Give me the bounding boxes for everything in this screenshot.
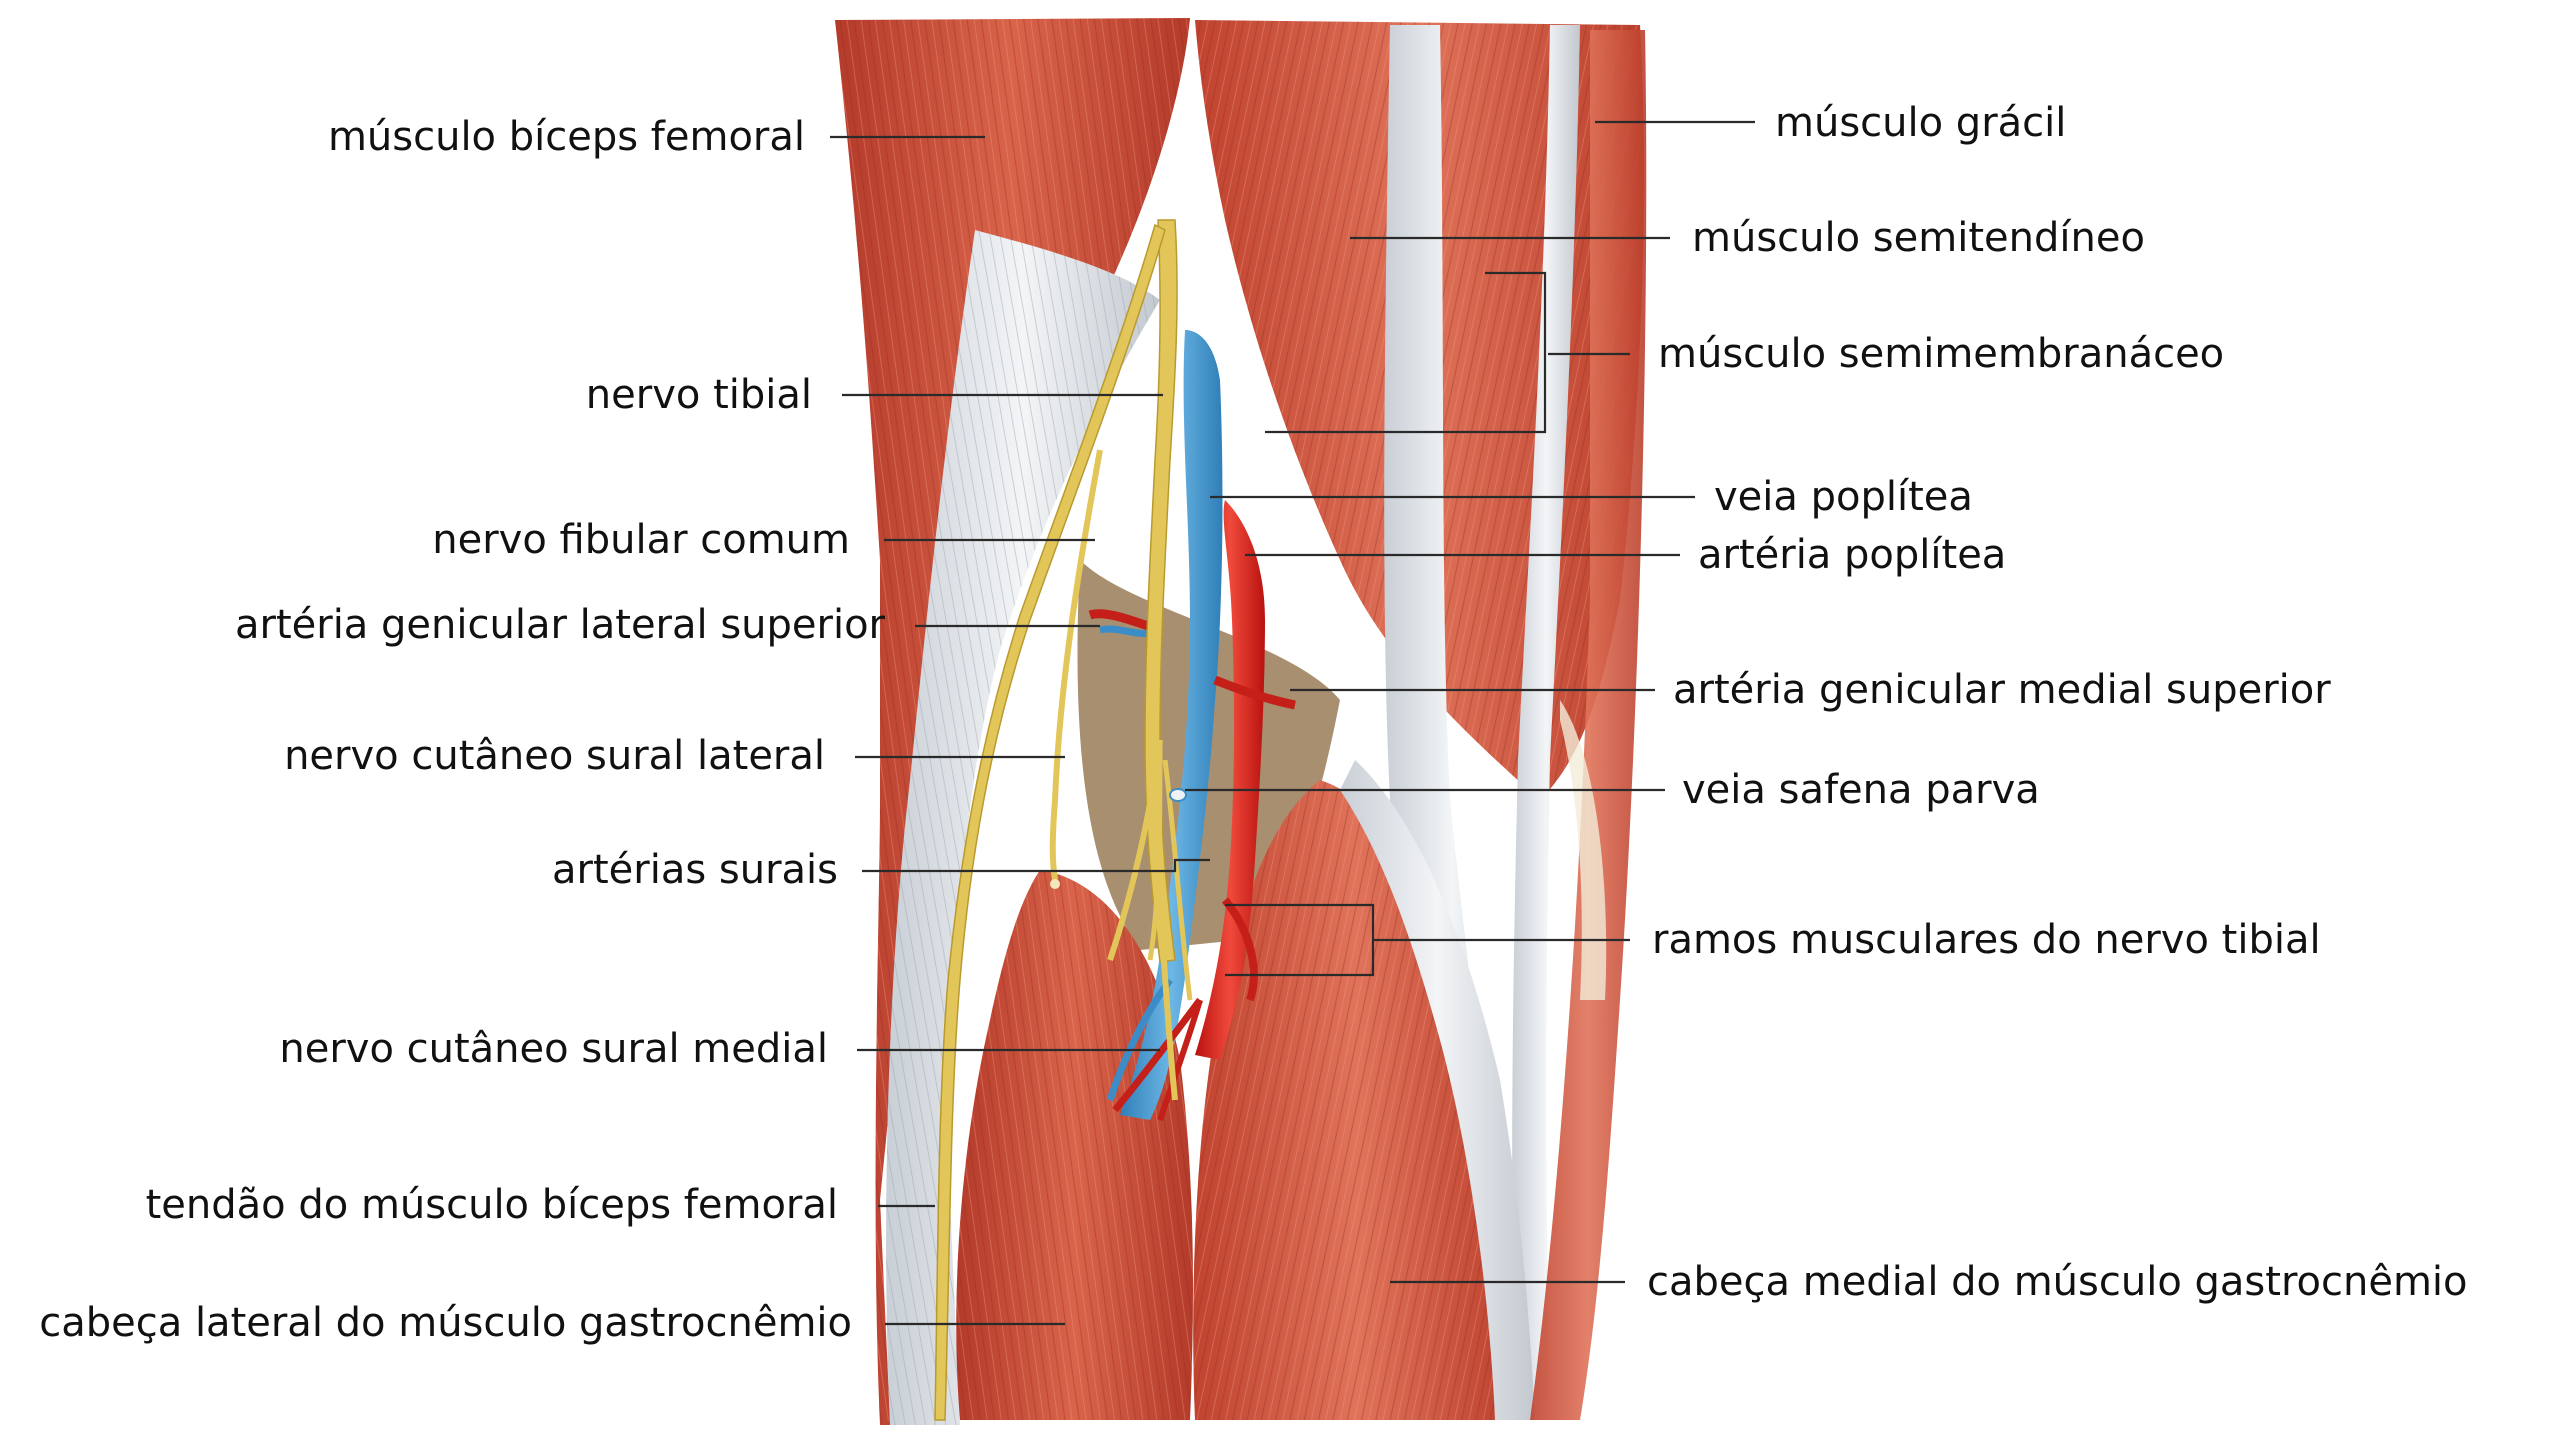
label-sural-arteries: artérias surais xyxy=(552,847,838,893)
label-small-saphenous-vein: veia safena parva xyxy=(1682,767,2040,813)
medial-aponeurosis-shape xyxy=(1340,760,1535,1420)
label-semitendinosus: músculo semitendíneo xyxy=(1692,215,2145,261)
leader-lines xyxy=(830,120,1755,1326)
label-tibial-nerve-muscular-branches: ramos musculares do nervo tibial xyxy=(1652,917,2321,963)
labels-left: músculo bíceps femoral nervo tibial nerv… xyxy=(39,114,885,1346)
label-tibial-nerve: nervo tibial xyxy=(586,372,812,418)
label-biceps-femoris: músculo bíceps femoral xyxy=(328,114,805,160)
label-superior-medial-genicular-artery: artéria genicular medial superior xyxy=(1673,667,2331,713)
label-common-fibular-nerve: nervo fibular comum xyxy=(432,517,850,563)
label-gracilis: músculo grácil xyxy=(1775,100,2066,146)
popliteal-vein-shape xyxy=(1120,330,1223,1120)
common-fibular-nerve-shape xyxy=(934,223,1166,1421)
labels-right: músculo grácil músculo semitendíneo músc… xyxy=(1647,100,2468,1305)
leader-semimembranosus xyxy=(1265,271,1547,434)
gracilis-tendon-shape xyxy=(1512,25,1580,1400)
label-gastrocnemius-lateral-head: cabeça lateral do músculo gastrocnêmio xyxy=(39,1300,852,1346)
label-lateral-sural-cutaneous-nerve: nervo cutâneo sural lateral xyxy=(284,733,825,779)
label-superior-lateral-genicular-artery: artéria genicular lateral superior xyxy=(235,602,886,648)
popliteal-artery-shape xyxy=(1195,500,1265,1060)
label-medial-sural-cutaneous-nerve: nervo cutâneo sural medial xyxy=(279,1026,828,1072)
label-semimembranosus: músculo semimembranáceo xyxy=(1658,331,2224,377)
label-popliteal-artery: artéria poplítea xyxy=(1698,532,2006,578)
label-gastrocnemius-medial-head: cabeça medial do músculo gastrocnêmio xyxy=(1647,1259,2468,1305)
leader-sural-arteries xyxy=(862,858,1210,873)
label-popliteal-vein: veia poplítea xyxy=(1714,474,1973,520)
knee-illustration xyxy=(835,18,1647,1425)
label-biceps-femoris-tendon: tendão do músculo bíceps femoral xyxy=(146,1182,838,1228)
